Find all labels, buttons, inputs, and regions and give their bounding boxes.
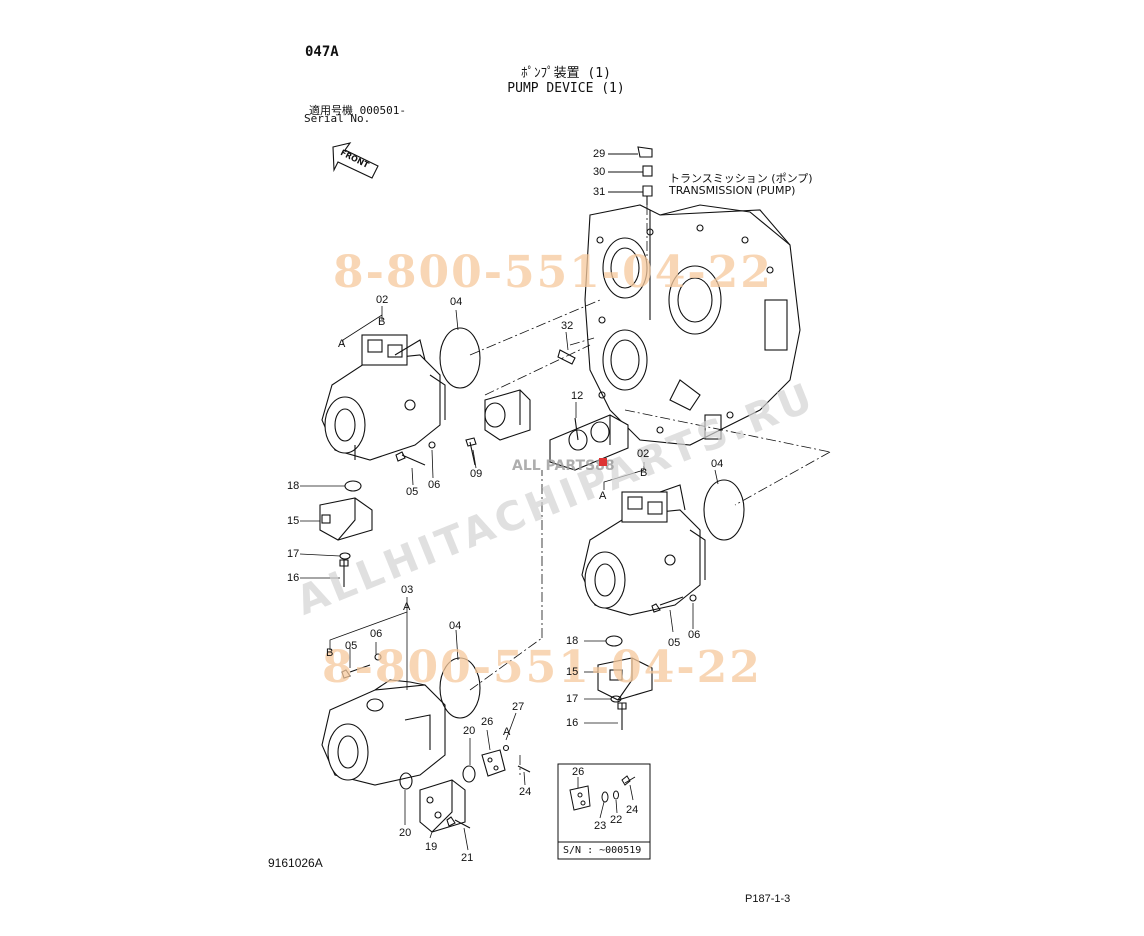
callout-32: 32 (561, 320, 574, 332)
watermark-phone-bottom: 8-800-551-04-22 (322, 642, 762, 693)
part-04-o-ring-upper (439, 327, 481, 389)
callout-05-right: 05 (668, 637, 681, 649)
pilot-pump-drawing (549, 414, 629, 471)
title-en: PUMP DEVICE (1) (507, 81, 625, 96)
page-reference: P187-1-3 (745, 893, 791, 905)
callout-18-right: 18 (566, 635, 579, 647)
part-06-washer-right (689, 594, 697, 602)
callout-17-left: 17 (287, 548, 300, 560)
front-arrow-icon (332, 142, 379, 179)
serial-jp: 適用号機 000501- (309, 104, 406, 117)
inset-callout-24: 24 (626, 804, 639, 816)
callout-04-upper: 04 (450, 296, 463, 308)
part-19-valve-block (419, 779, 466, 833)
callout-05-upper: 05 (406, 486, 419, 498)
part-05-bolt-lower (341, 664, 371, 679)
red-marker-icon (599, 458, 607, 466)
part-09-bolt (465, 437, 477, 466)
watermark-logo: ALL PARTS88 (512, 458, 615, 474)
callout-06-lower: 06 (370, 628, 383, 640)
label-b-lower: B (326, 647, 334, 659)
callout-21: 21 (461, 852, 474, 864)
label-a-lower: A (403, 601, 411, 613)
transmission-label-jp: トランスミッション (ポンプ) (669, 172, 813, 185)
part-27-washer (502, 744, 510, 752)
transmission-label-en: TRANSMISSION (PUMP) (669, 184, 796, 197)
callout-20-a: 20 (463, 725, 476, 737)
part-30-nut-icon (642, 165, 653, 177)
callout-12: 12 (571, 390, 584, 402)
serial-en: Serial No. (304, 112, 371, 125)
pump-assembly-upper-left (321, 334, 446, 461)
inset-serial: S/N : ~000519 (563, 845, 642, 856)
pump-assembly-lower-right (581, 484, 706, 616)
inset-callout-22: 22 (610, 814, 623, 826)
callout-15-left: 15 (287, 515, 300, 527)
callout-06-upper: 06 (428, 479, 441, 491)
label-a-pipe: A (503, 726, 511, 738)
callout-02-upper: 02 (376, 294, 389, 306)
part-12-bolt (574, 417, 579, 441)
transmission-housing-drawing (584, 204, 801, 446)
figure-number: 9161026A (268, 856, 323, 870)
page-code: 047A (305, 44, 339, 60)
part-26-flange (481, 749, 506, 777)
callout-18-left: 18 (287, 480, 300, 492)
callout-30: 30 (593, 166, 606, 178)
pump-assembly-lower-left (321, 679, 446, 786)
callout-27: 27 (512, 701, 525, 713)
callout-02-right: 02 (637, 448, 650, 460)
part-04-o-ring-lower (439, 657, 481, 719)
part-15-valve-block-right (597, 657, 653, 701)
part-05-bolt-right (651, 596, 684, 613)
callout-05-lower: 05 (345, 640, 358, 652)
inset-callout-23: 23 (594, 820, 607, 832)
callout-26: 26 (481, 716, 494, 728)
label-a-upper: A (338, 338, 346, 350)
inset-part-26-flange (569, 785, 591, 811)
label-a-right: A (599, 490, 607, 502)
part-16-bolt-right (617, 702, 627, 730)
callout-24: 24 (519, 786, 532, 798)
inset-frame (557, 763, 651, 860)
part-06-washer-lower (374, 653, 382, 661)
callout-15-right: 15 (566, 666, 579, 678)
callout-04-right: 04 (711, 458, 724, 470)
callout-09: 09 (470, 468, 483, 480)
part-16-bolt-left (339, 559, 349, 587)
label-b-right: B (640, 467, 648, 479)
part-20-o-ring-a (462, 765, 476, 783)
watermark-phone-top: 8-800-551-04-22 (333, 247, 773, 298)
callout-31: 31 (593, 186, 606, 198)
part-29-elbow-icon (637, 146, 653, 158)
part-24-bolt (517, 765, 531, 773)
part-15-valve-block-left (319, 497, 373, 541)
callout-04-lower: 04 (449, 620, 462, 632)
part-32-bolt-icon (557, 349, 576, 365)
callout-20-b: 20 (399, 827, 412, 839)
part-20-o-ring-b (399, 772, 413, 790)
callout-29: 29 (593, 148, 606, 160)
inset-callout-26: 26 (572, 766, 585, 778)
callout-06-right: 06 (688, 629, 701, 641)
title-jp: ﾎﾟﾝﾌﾟ装置 (1) (521, 66, 611, 81)
part-04-o-ring-right (703, 479, 745, 541)
part-05-bolt-upper (395, 451, 426, 466)
callout-16-right: 16 (566, 717, 579, 729)
part-21-bolt (446, 816, 471, 829)
label-b-upper: B (378, 316, 386, 328)
callout-03: 03 (401, 584, 414, 596)
gear-pump-drawing (484, 389, 531, 441)
part-06-washer-upper (428, 441, 436, 449)
part-18-o-ring-left (344, 480, 362, 492)
callout-16-left: 16 (287, 572, 300, 584)
callout-17-right: 17 (566, 693, 579, 705)
callout-19: 19 (425, 841, 438, 853)
